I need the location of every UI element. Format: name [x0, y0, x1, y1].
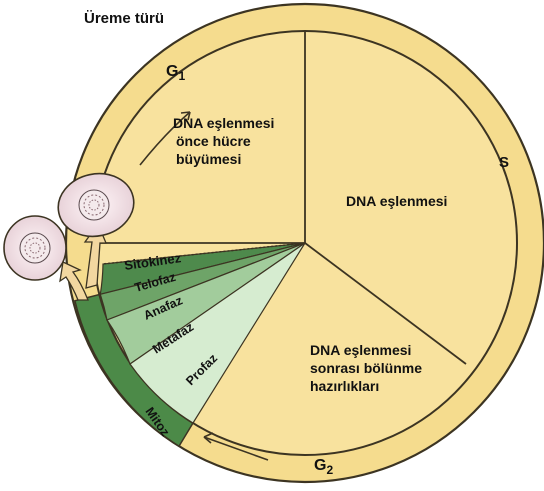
g2-label-line3: hazırlıkları	[310, 378, 379, 394]
daughter-cell-lower	[3, 215, 67, 281]
prophase-wedge	[129, 242, 306, 424]
g1-label: G1	[166, 63, 185, 83]
g1-sector-label: DNA eşlenmesi önce hücre büyümesi	[173, 115, 274, 167]
g1-ring-arrow	[139, 111, 191, 166]
s-sector-label: DNA eşlenmesi	[346, 193, 447, 209]
cytokinesis-line	[102, 242, 306, 265]
g2-label-line1: DNA eşlenmesi	[310, 342, 411, 358]
g1-label-line2: önce hücre	[176, 133, 251, 149]
g1-label-line3: büyümesi	[176, 151, 241, 167]
g2-label-line2: sonrası bölünme	[310, 360, 422, 376]
arrow-to-cell-lower	[59, 261, 89, 301]
s-label: S	[499, 154, 509, 171]
g2-sector-label: DNA eşlenmesi sonrası bölünme hazırlıkla…	[310, 342, 422, 394]
g2-label: G2	[314, 457, 333, 477]
daughter-cell-upper	[57, 172, 135, 238]
s-g2-boundary-line	[304, 242, 467, 365]
diagram-title: Üreme türü	[84, 10, 164, 27]
g1-label-line1: DNA eşlenmesi	[173, 115, 274, 131]
g2-ring-arrow	[203, 436, 269, 461]
